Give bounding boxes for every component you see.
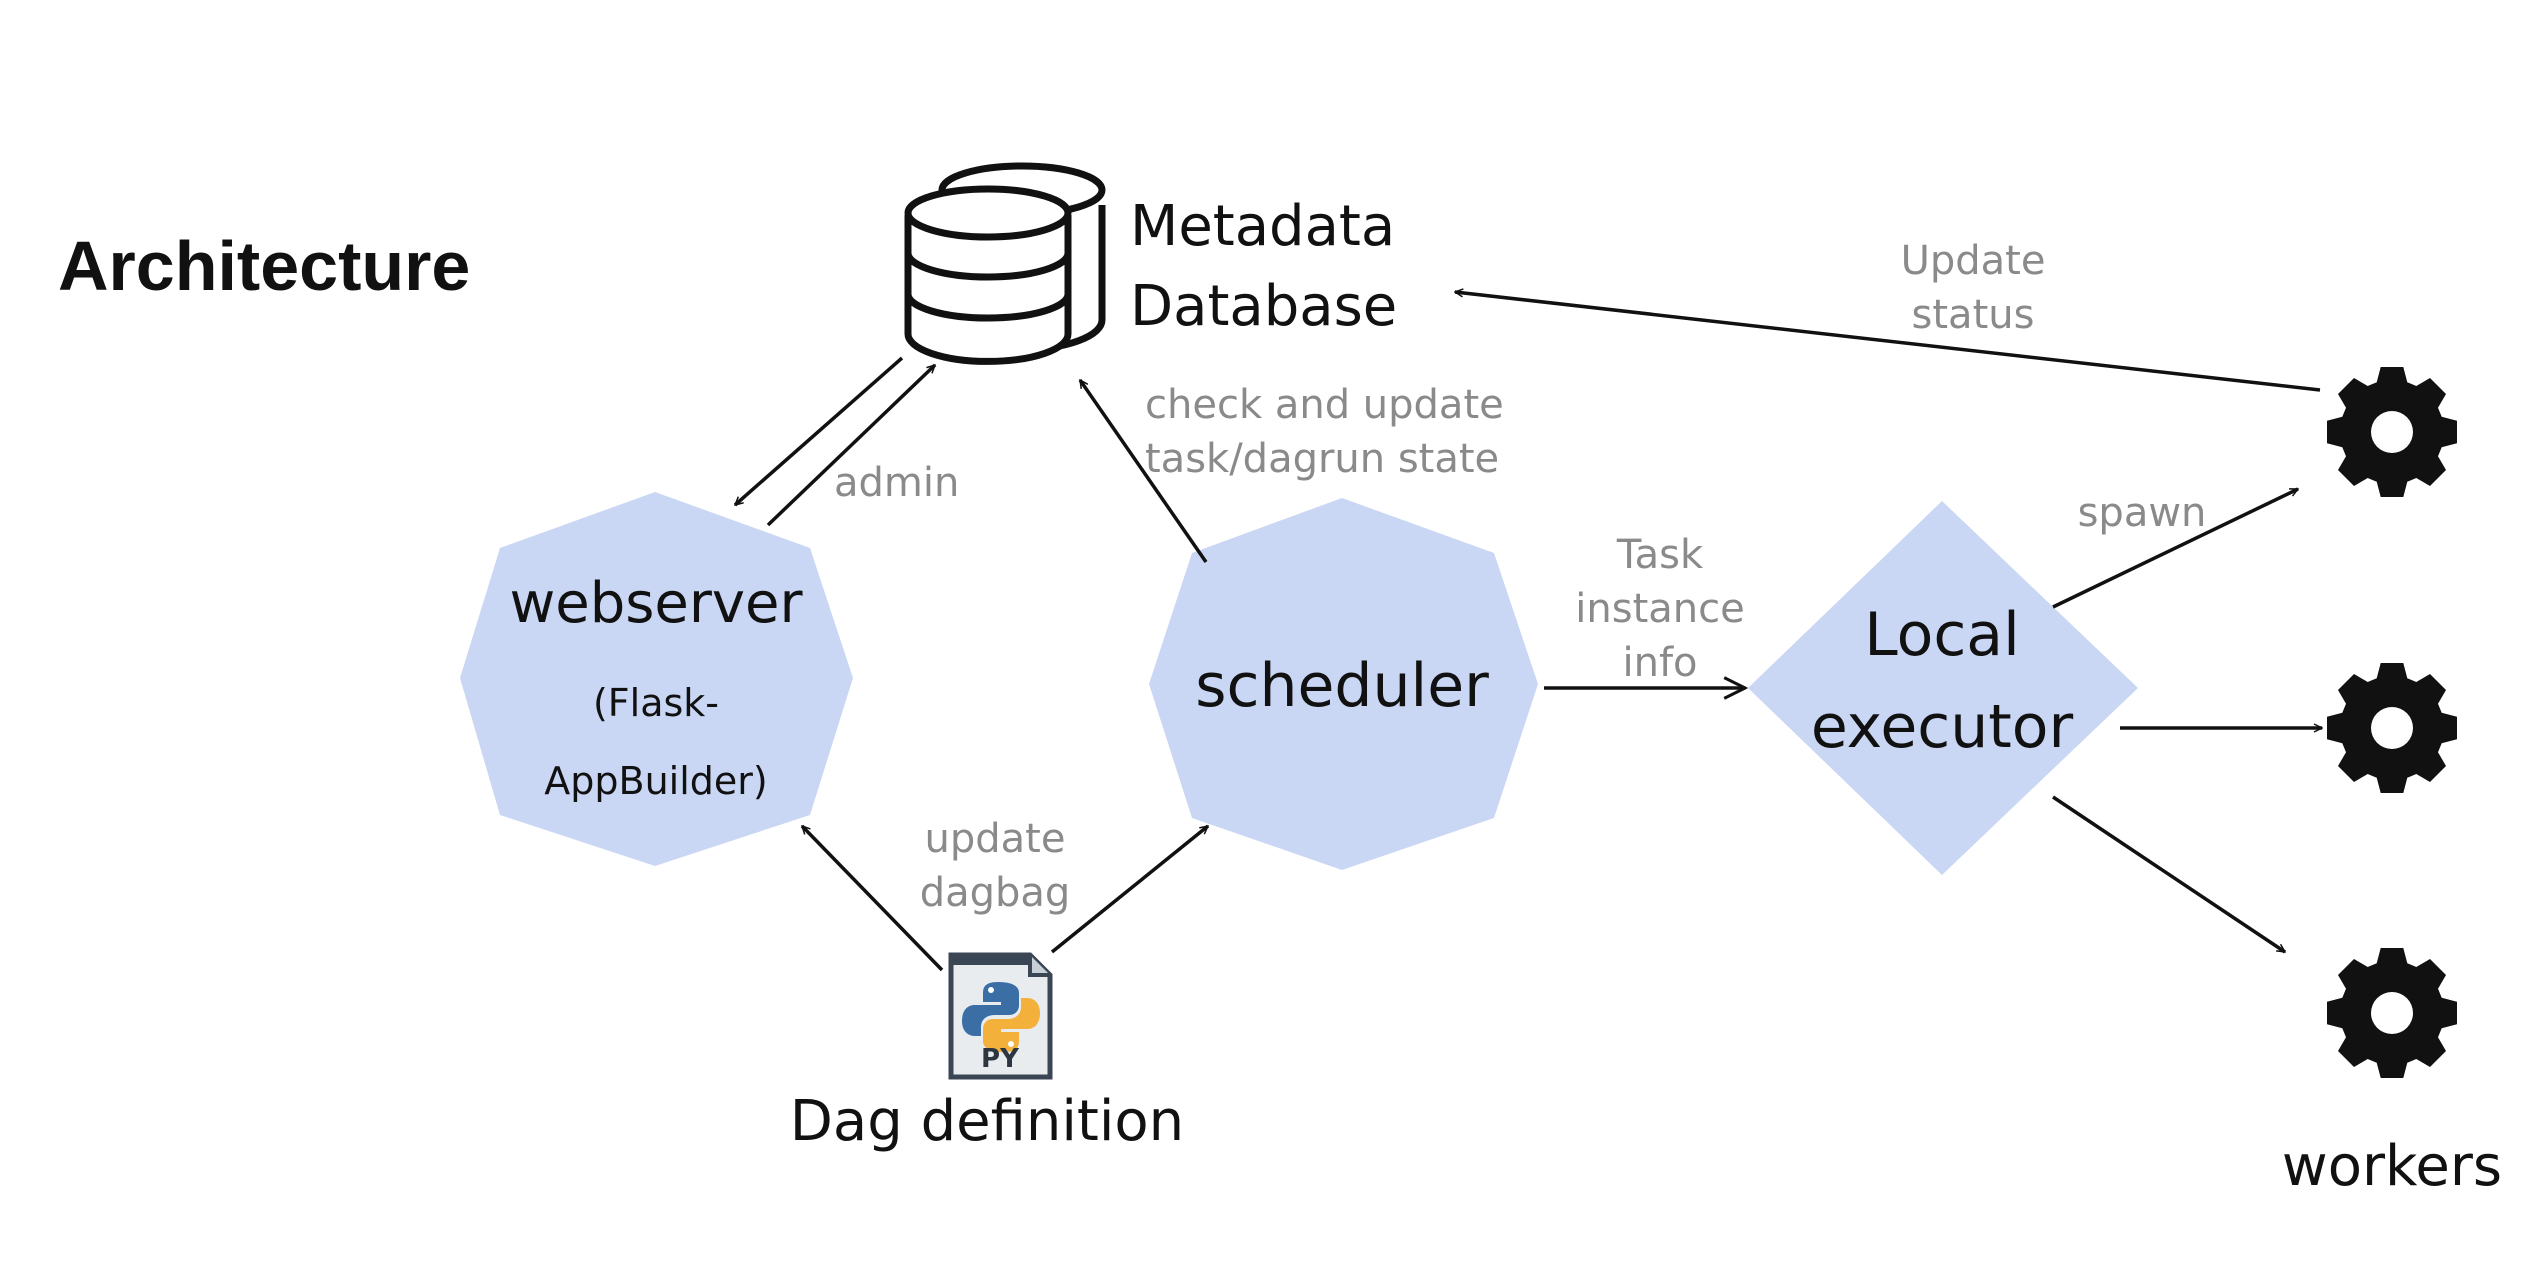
- scheduler-label: scheduler: [1195, 651, 1489, 721]
- webserver-node: [460, 492, 853, 866]
- arrow-scheduler-to-db: [1078, 380, 1208, 563]
- arrow-executor-to-worker3: [2052, 795, 2285, 954]
- python-file-badge: PY: [981, 1044, 1020, 1074]
- arrow-db-to-webserver: [735, 356, 904, 507]
- gear-hole: [2371, 707, 2413, 749]
- arrow-dag-to-scheduler: [1050, 824, 1208, 954]
- executor-label-line2: executor: [1811, 692, 2074, 762]
- edge-label-update-dagbag-1: update: [925, 816, 1066, 862]
- edge-label-spawn: spawn: [2078, 490, 2207, 536]
- scheduler-node: [1149, 498, 1538, 870]
- arrow-dag-to-webserver: [800, 824, 944, 972]
- edge-label-check-update-1: check and update: [1145, 382, 1504, 428]
- edge-label-update-status-1: Update: [1901, 238, 2046, 284]
- executor-label-line1: Local: [1864, 600, 2020, 670]
- gear-hole: [2371, 992, 2413, 1034]
- gear-icon: [2327, 663, 2457, 793]
- edge-label-update-status-2: status: [1912, 292, 2035, 338]
- arrow-webserver-to-db: [766, 363, 935, 527]
- edge-label-check-update-2: task/dagrun state: [1145, 436, 1499, 482]
- edge-label-update-dagbag-2: dagbag: [920, 870, 1071, 916]
- edge-label-task-info-1: Task: [1616, 532, 1704, 578]
- database-label-line1: Metadata: [1130, 194, 1395, 259]
- edge-label-task-info-3: info: [1622, 640, 1697, 686]
- database-icon: [904, 162, 1106, 365]
- diagram-title: Architecture: [58, 227, 470, 305]
- dag-definition-label: Dag definition: [790, 1089, 1184, 1154]
- gear-icon: [2327, 367, 2457, 497]
- arrow-worker-to-db: [1455, 292, 2321, 392]
- gear-icon: [2327, 948, 2457, 1078]
- workers-label: workers: [2282, 1134, 2502, 1199]
- database-label-line2: Database: [1130, 274, 1397, 339]
- local-executor-node: [1748, 501, 2138, 875]
- edge-label-task-info-2: instance: [1575, 586, 1744, 632]
- webserver-label: webserver: [509, 571, 803, 636]
- python-file-icon: PY: [948, 952, 1053, 1080]
- webserver-sublabel-2: AppBuilder): [544, 759, 767, 803]
- webserver-sublabel-1: (Flask-: [593, 681, 719, 725]
- arrow-executor-to-worker1: [2052, 487, 2298, 609]
- edge-label-admin: admin: [834, 460, 959, 506]
- gear-hole: [2371, 411, 2413, 453]
